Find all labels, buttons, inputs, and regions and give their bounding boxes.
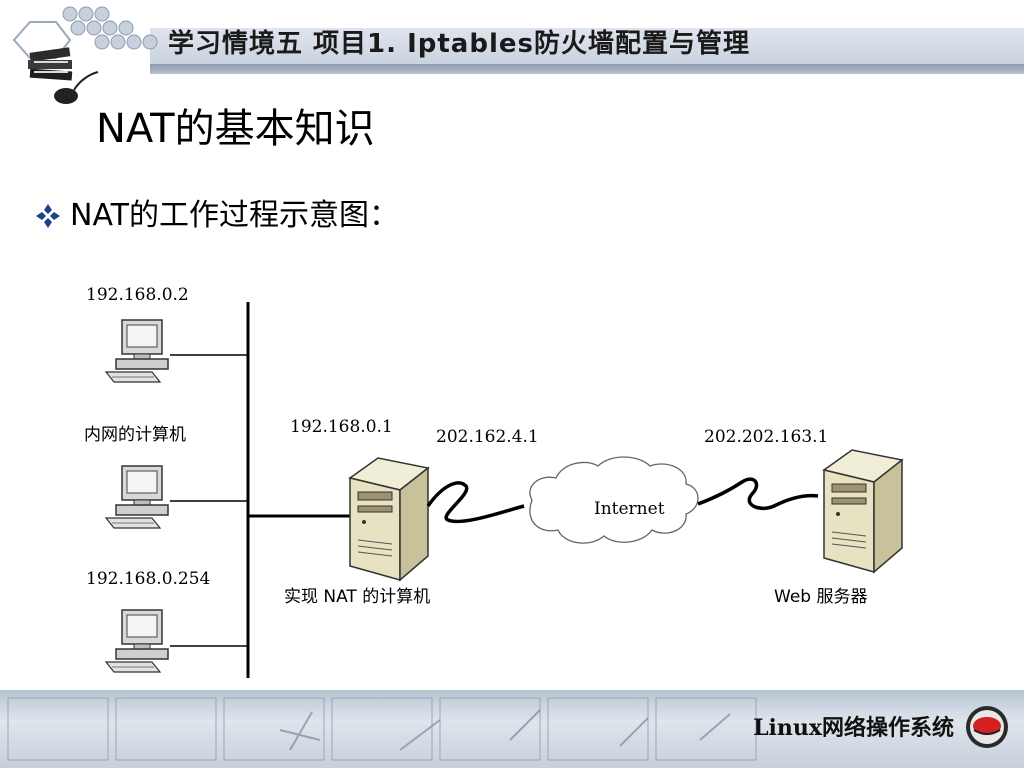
server-ip-label: 202.202.163.1 <box>704 427 828 447</box>
pc-host-1-icon <box>105 319 169 383</box>
header-stripe-line <box>150 64 1024 74</box>
footer-decor <box>7 697 757 761</box>
diamond-bullet-icon <box>36 204 60 228</box>
nat-server-icon <box>349 457 429 581</box>
web-server-icon <box>823 449 903 573</box>
header-band: 学习情境五 项目1. Iptables防火墙配置与管理 <box>0 0 1024 110</box>
internet-cloud-icon <box>529 456 699 544</box>
nat-wan-link <box>426 481 525 524</box>
nat-inner-ip-label: 192.168.0.1 <box>290 417 393 437</box>
pc-host-2-icon <box>105 465 169 529</box>
books-mouse-logo-icon <box>0 0 170 110</box>
nat-outer-ip-label: 202.162.4.1 <box>436 427 539 447</box>
slide-title: NAT的基本知识 <box>96 106 375 152</box>
header-stripe <box>150 28 1024 64</box>
host3-ip-label: 192.168.0.254 <box>86 569 210 589</box>
footer-band: Linux网络操作系统 <box>0 690 1024 768</box>
host1-ip-label: 192.168.0.2 <box>86 285 189 305</box>
host-group-label: 内网的计算机 <box>84 425 186 445</box>
server-wan-link <box>697 477 819 511</box>
header-title: 学习情境五 项目1. Iptables防火墙配置与管理 <box>168 29 750 59</box>
nat-diagram: 192.168.0.2 内网的计算机 192.168.0.254 192.168… <box>62 268 924 692</box>
pc-host-3-icon <box>105 609 169 673</box>
cloud-label: Internet <box>594 499 665 519</box>
web-server-label: Web 服务器 <box>774 587 867 607</box>
bullet-text: NAT的工作过程示意图： <box>70 198 399 233</box>
redhat-logo-icon <box>966 706 1008 748</box>
footer-text: Linux网络操作系统 <box>753 715 954 741</box>
nat-computer-label: 实现 NAT 的计算机 <box>284 587 430 607</box>
